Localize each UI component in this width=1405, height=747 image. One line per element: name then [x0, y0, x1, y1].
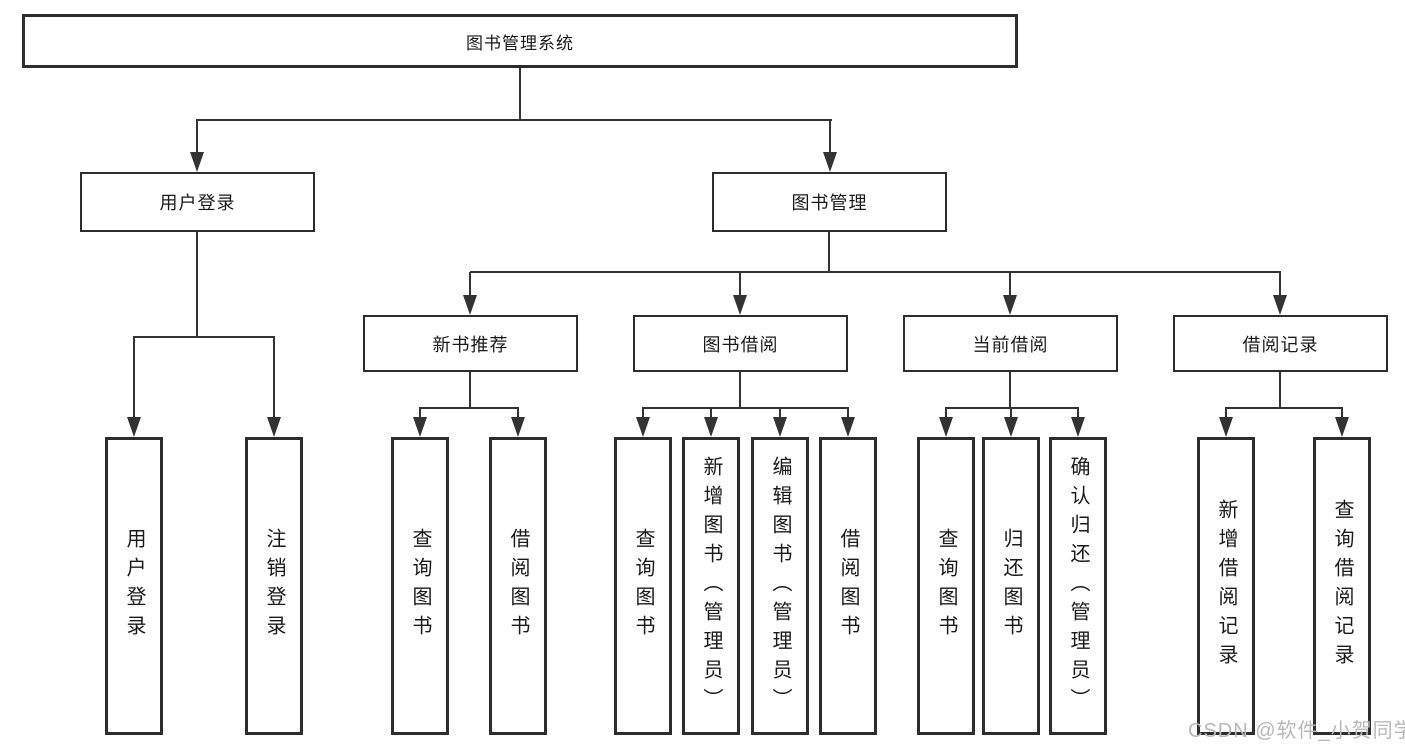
node-label: 用户登录	[159, 193, 236, 213]
leaf-add-book-admin: 新增图书（管理员）	[682, 437, 740, 735]
node-label: 图书借阅	[702, 334, 779, 355]
node-label: 归还图书	[1000, 528, 1022, 644]
connector-new-book-branch	[419, 407, 519, 409]
node-library-management-system: 图书管理系统	[22, 14, 1018, 68]
node-book-management: 图书管理	[712, 172, 947, 232]
connector-borrow-records-stub	[1279, 372, 1281, 408]
leaf-return-book: 归还图书	[982, 437, 1040, 735]
node-borrow-records: 借阅记录	[1173, 315, 1388, 372]
node-label: 查询图书	[632, 528, 654, 644]
node-label: 新增图书（管理员）	[700, 455, 722, 717]
connector-current-borrow-stub	[1009, 372, 1011, 408]
node-label: 借阅图书	[507, 528, 529, 644]
connector-user-login-stub	[196, 232, 198, 337]
node-label: 编辑图书（管理员）	[769, 455, 791, 717]
csdn-watermark: CSDN @软件_小贺同学	[1188, 720, 1405, 742]
leaf-edit-book-admin: 编辑图书（管理员）	[751, 437, 809, 735]
connector-book-management-stub	[828, 232, 830, 272]
node-user-login: 用户登录	[80, 172, 315, 232]
leaf-query-book-2: 查询图书	[614, 437, 672, 735]
leaf-user-login: 用户登录	[105, 437, 163, 735]
connector-root-stub	[519, 68, 521, 120]
connector-book-management-branch	[470, 271, 1281, 273]
connector-borrow-records-branch	[1225, 407, 1343, 409]
node-label: 借阅图书	[837, 528, 859, 644]
node-label: 新增借阅记录	[1215, 499, 1237, 673]
leaf-query-borrow-record: 查询借阅记录	[1313, 437, 1371, 735]
node-current-borrow: 当前借阅	[903, 315, 1118, 372]
connector-book-borrow-stub	[739, 372, 741, 408]
node-label: 确认归还（管理员）	[1067, 455, 1089, 717]
node-label: 用户登录	[123, 528, 145, 644]
leaf-query-book-3: 查询图书	[917, 437, 975, 735]
node-label: 查询图书	[409, 528, 431, 644]
node-label: 图书管理	[791, 193, 868, 213]
node-label: 查询借阅记录	[1331, 499, 1353, 673]
leaf-query-book-1: 查询图书	[391, 437, 449, 735]
node-label: 借阅记录	[1242, 334, 1319, 355]
node-book-borrow: 图书借阅	[633, 315, 848, 372]
node-label: 新书推荐	[432, 334, 509, 355]
connector-current-borrow-branch	[945, 407, 1079, 409]
leaf-confirm-return-admin: 确认归还（管理员）	[1049, 437, 1107, 735]
node-label: 查询图书	[935, 528, 957, 644]
node-new-book-recommend: 新书推荐	[363, 315, 578, 372]
leaf-add-borrow-record: 新增借阅记录	[1197, 437, 1255, 735]
node-label: 注销登录	[263, 528, 285, 644]
node-label: 图书管理系统	[466, 33, 574, 53]
leaf-logout: 注销登录	[245, 437, 303, 735]
connector-root-branch	[196, 119, 832, 121]
node-label: 当前借阅	[972, 334, 1049, 355]
leaf-borrow-book-2: 借阅图书	[819, 437, 877, 735]
leaf-borrow-book-1: 借阅图书	[489, 437, 547, 735]
connector-book-borrow-branch	[642, 407, 849, 409]
connector-user-login-branch	[133, 336, 275, 338]
connector-new-book-stub	[469, 372, 471, 408]
